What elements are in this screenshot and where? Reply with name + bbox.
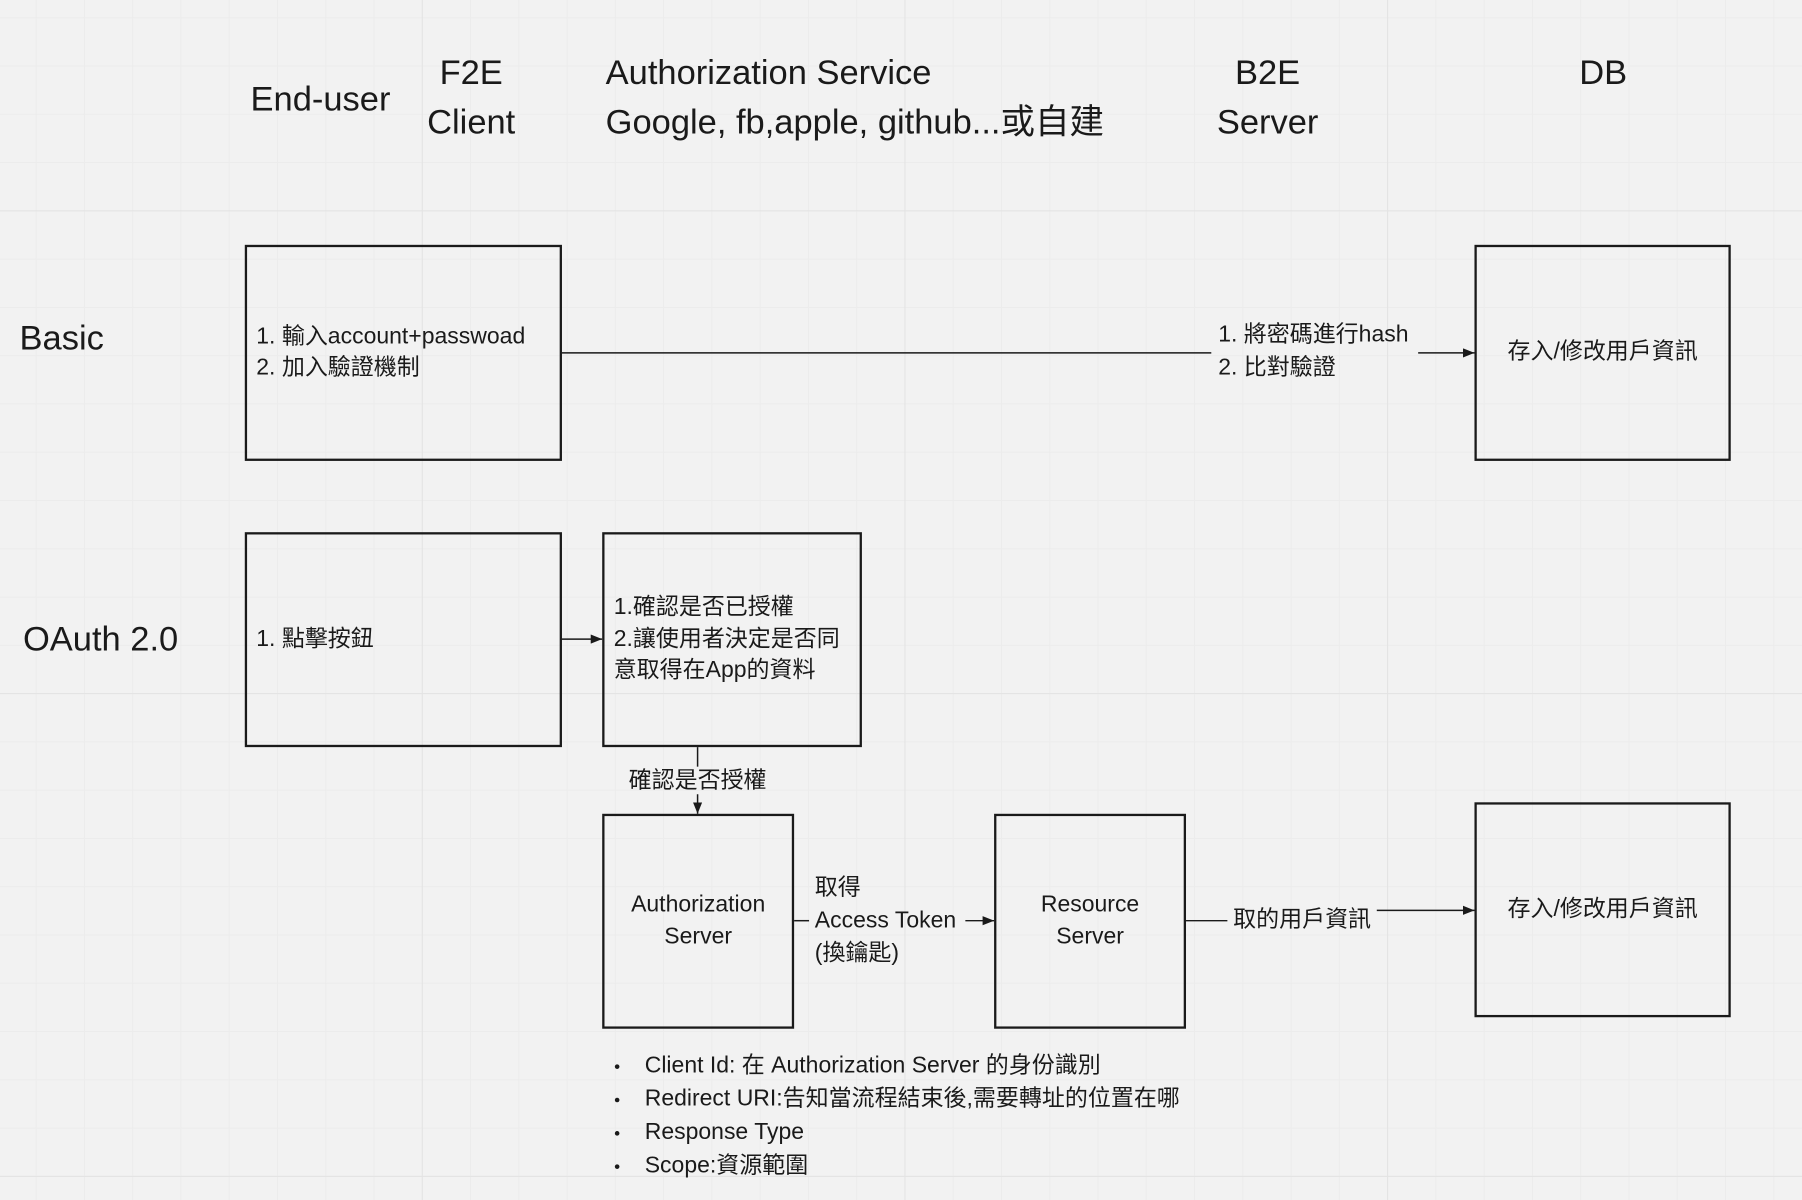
param-scope: Scope:資源範圍 (644, 1152, 809, 1179)
access-token-label[interactable]: 取得 Access Token (換鑰匙) (815, 871, 956, 969)
header-f2e-line2: Client (427, 103, 516, 142)
access-token-line-1: 取得 (814, 874, 861, 900)
authorization-server-line-2: Server (664, 923, 733, 949)
resource-server-line-2: Server (1056, 923, 1124, 949)
header-authorization-line1: Authorization Service (605, 54, 932, 92)
authorization-server-line-1: Authorization (631, 891, 766, 918)
header-f2e-line1: F2E (439, 54, 503, 92)
header-f2e-client[interactable]: F2E Client (379, 48, 563, 147)
oauth-consent-line-2: 2.讓使用者決定是否同 (613, 626, 840, 652)
basic-server-step-1: 1. 將密碼進行hash (1218, 321, 1409, 348)
basic-client-step-2: 2. 加入驗證機制 (256, 355, 420, 381)
row-label-oauth-text: OAuth 2.0 (22, 620, 179, 659)
basic-server-step-2: 2. 比對驗證 (1218, 355, 1336, 381)
bullet-icon (609, 1083, 645, 1116)
header-b2e-line2: Server (1216, 103, 1319, 142)
oauth-click-box[interactable]: 1. 點擊按鈕 (244, 532, 562, 748)
oauth-consent-line-3: 意取得在App的資料 (613, 657, 816, 684)
authorization-server-box[interactable]: Authorization Server (602, 813, 795, 1029)
bullet-icon (609, 1149, 645, 1182)
header-b2e-line1: B2E (1235, 54, 1301, 92)
oauth-consent-line-1: 1.確認是否已授權 (613, 594, 794, 620)
oauth-db-box[interactable]: 存入/修改用戶資訊 (1474, 802, 1731, 1018)
oauth-db-text: 存入/修改用戶資訊 (1507, 896, 1698, 922)
header-db[interactable]: DB (1511, 48, 1695, 97)
param-redirect-uri: Redirect URI:告知當流程結束後,需要轉址的位置在哪 (644, 1086, 1180, 1112)
oauth-params-list[interactable]: Client Id: 在 Authorization Server 的身份識別 … (609, 1049, 1180, 1182)
basic-client-box[interactable]: 1. 輸入account+passwoad 2. 加入驗證機制 (244, 244, 562, 461)
list-item: Scope:資源範圍 (609, 1149, 1180, 1182)
list-item: Response Type (609, 1116, 1180, 1149)
user-info-text: 取的用戶資訊 (1233, 906, 1372, 933)
resource-server-box[interactable]: Resource Server (994, 813, 1187, 1029)
header-b2e-server[interactable]: B2E Server (1176, 48, 1360, 147)
user-info-label[interactable]: 取的用戶資訊 (1233, 903, 1371, 935)
row-label-oauth[interactable]: OAuth 2.0 (23, 615, 178, 664)
oauth-click-text: 1. 點擊按鈕 (256, 626, 374, 652)
oauth-consent-box[interactable]: 1.確認是否已授權 2.讓使用者決定是否同 意取得在App的資料 (602, 532, 862, 748)
bullet-icon (609, 1049, 645, 1082)
oauth-confirm-label[interactable]: 確認是否授權 (617, 764, 778, 796)
access-token-line-3: (換鑰匙) (814, 940, 900, 966)
row-label-basic-text: Basic (19, 319, 104, 358)
header-db-text: DB (1579, 54, 1628, 92)
header-end-user-text: End-user (250, 80, 391, 119)
basic-db-box[interactable]: 存入/修改用戶資訊 (1474, 244, 1731, 461)
param-response-type: Response Type (644, 1119, 805, 1145)
header-authorization-line2: Google, fb,apple, github...或自建 (605, 103, 1104, 142)
list-item: Client Id: 在 Authorization Server 的身份識別 (609, 1049, 1180, 1082)
oauth-confirm-text: 確認是否授權 (628, 767, 767, 794)
header-end-user[interactable]: End-user (251, 75, 391, 124)
basic-server-note[interactable]: 1. 將密碼進行hash 2. 比對驗證 (1218, 318, 1408, 385)
param-client-id: Client Id: 在 Authorization Server 的身份識別 (644, 1052, 1101, 1079)
bullet-icon (609, 1116, 645, 1149)
resource-server-line-1: Resource (1040, 891, 1140, 918)
access-token-line-2: Access Token (814, 907, 957, 933)
list-item: Redirect URI:告知當流程結束後,需要轉址的位置在哪 (609, 1083, 1180, 1116)
basic-db-text: 存入/修改用戶資訊 (1507, 339, 1698, 365)
basic-client-step-1: 1. 輸入account+passwoad (256, 323, 526, 349)
row-label-basic[interactable]: Basic (20, 314, 104, 363)
header-authorization-service[interactable]: Authorization Service Google, fb,apple, … (606, 48, 1104, 147)
